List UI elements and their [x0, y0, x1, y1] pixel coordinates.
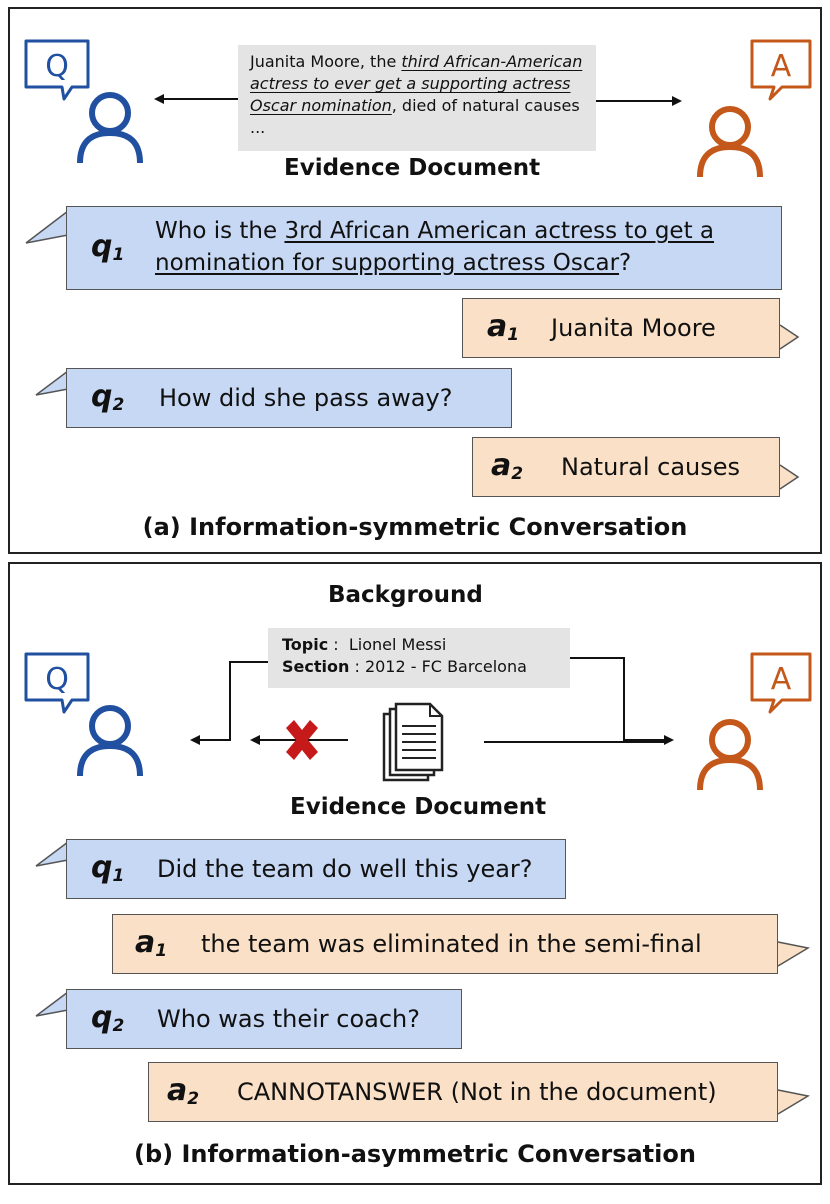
answerer-person-icon-b: A [697, 652, 812, 791]
q2-text: How did she pass away? [159, 384, 453, 412]
doc-text-emphasis: third African-American actress to ever g… [250, 52, 583, 115]
a1b-label: a1 [135, 925, 168, 961]
q2b-label: q2 [91, 1000, 125, 1036]
q1-label: q1 [91, 229, 125, 265]
caption-a: (a) Information-symmetric Conversation [142, 513, 688, 541]
a-badge-icon: A [750, 39, 812, 101]
a2b-text: CANNOTANSWER (Not in the document) [237, 1078, 717, 1106]
a1b-text: the team was eliminated in the semi-fina… [201, 930, 702, 958]
doc-text-part3: , died of natural causes ... [250, 96, 580, 137]
a2b-label: a2 [167, 1073, 200, 1109]
blocked-red-x-icon [286, 720, 318, 760]
q2b-bubble-tail [35, 991, 69, 1017]
a-badge-letter: A [771, 49, 792, 84]
a2b-bubble: a2 CANNOTANSWER (Not in the document) [148, 1062, 778, 1122]
a2-text: Natural causes [561, 453, 741, 481]
a-badge-icon-b: A [750, 652, 812, 714]
q2-bubble-tail [35, 370, 69, 396]
q2-label: q2 [91, 379, 125, 415]
panel-information-symmetric: Q A Juanita Moore, the third African-Ame… [8, 7, 822, 554]
q-badge-letter-b: Q [45, 662, 69, 697]
q1-text: Who is the 3rd African American actress … [155, 218, 715, 276]
a2-bubble-tail [779, 464, 800, 490]
a2-label: a2 [491, 448, 524, 484]
q1b-bubble: q1 Did the team do well this year? [66, 839, 566, 899]
section-value: 2012 - FC Barcelona [364, 657, 527, 676]
q1b-text: Did the team do well this year? [157, 855, 533, 883]
evidence-document-box: Juanita Moore, the third African-America… [238, 45, 596, 151]
q-badge-icon-b: Q [24, 652, 90, 714]
a2b-bubble-tail [777, 1089, 811, 1115]
q-badge-letter: Q [45, 49, 69, 84]
a1b-bubble: a1 the team was eliminated in the semi-f… [112, 914, 778, 974]
document-stack-icon [382, 702, 444, 782]
q2b-bubble: q2 Who was their coach? [66, 989, 462, 1049]
a1-bubble-tail [779, 324, 800, 350]
a1-text: Juanita Moore [551, 314, 716, 342]
caption-b: (b) Information-asymmetric Conversation [134, 1140, 696, 1168]
a1-label: a1 [487, 309, 520, 345]
questioner-person-icon-b: Q [24, 652, 143, 777]
background-title: Background [328, 582, 483, 608]
doc-text-part1: Juanita Moore, the [250, 52, 402, 71]
a-badge-letter-b: A [771, 662, 792, 697]
topic-value: Lionel Messi [348, 635, 447, 654]
questioner-person-icon: Q [24, 39, 143, 164]
q1b-bubble-tail [35, 841, 69, 867]
evidence-document-title: Evidence Document [284, 155, 541, 181]
q1b-label: q1 [91, 850, 125, 886]
panel-information-asymmetric: Background Topic : Lionel Messi Section … [8, 562, 822, 1185]
a1b-bubble-tail [777, 941, 811, 967]
q1-bubble: q1 Who is the 3rd African American actre… [66, 206, 782, 290]
q-badge-icon: Q [24, 39, 90, 101]
topic-label: Topic [282, 635, 329, 654]
background-box: Topic : Lionel Messi Section : 2012 - FC… [268, 628, 570, 688]
q1-bubble-tail [25, 210, 69, 244]
section-label: Section [282, 657, 350, 676]
a2-bubble: a2 Natural causes [472, 437, 780, 497]
doc-arrows [154, 94, 682, 106]
q2b-text: Who was their coach? [157, 1005, 421, 1033]
a1-bubble: a1 Juanita Moore [462, 298, 780, 358]
q2-bubble: q2 How did she pass away? [66, 368, 512, 428]
evidence-document-title-b: Evidence Document [290, 794, 547, 820]
answerer-person-icon: A [697, 39, 812, 178]
